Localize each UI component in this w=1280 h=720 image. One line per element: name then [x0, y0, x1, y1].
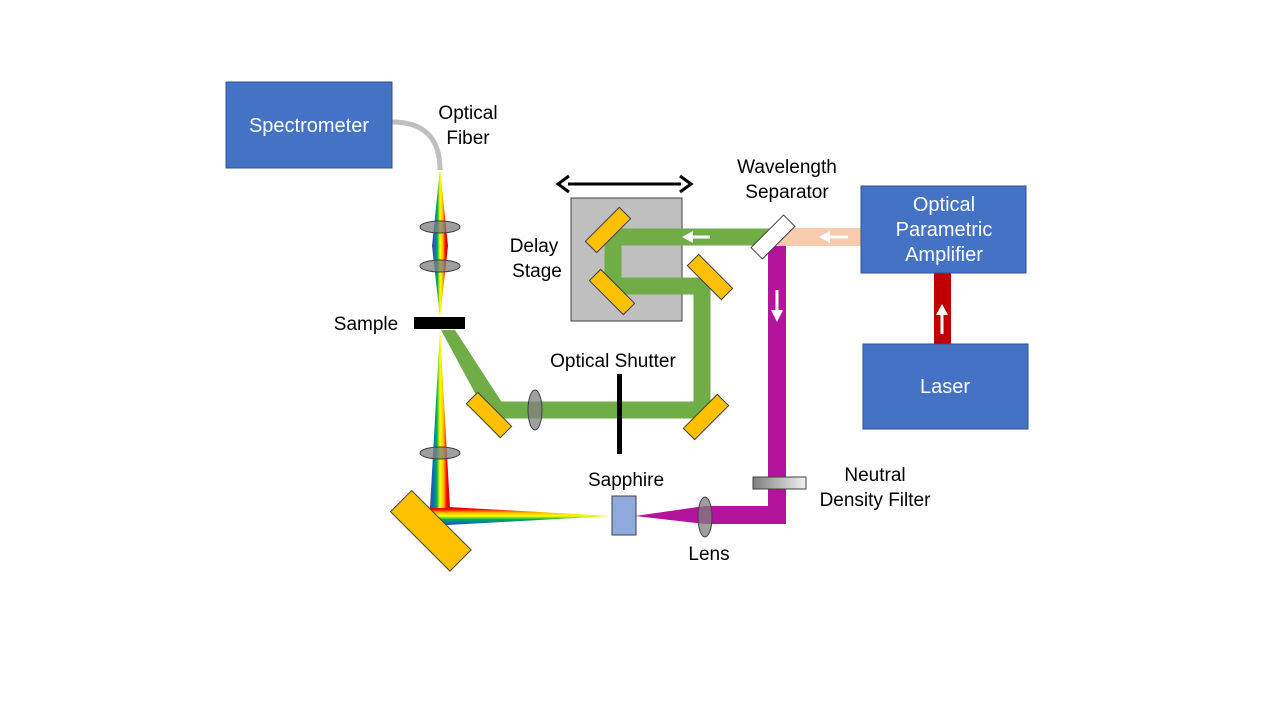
spectrometer-label: Spectrometer — [249, 115, 369, 137]
sample — [414, 317, 465, 329]
translation-arrow-icon — [555, 174, 694, 194]
lens — [419, 446, 461, 460]
steering-mirror-large — [389, 489, 472, 572]
optical-shutter — [617, 374, 622, 454]
mirror — [588, 268, 636, 316]
nd-filter-label-1: Neutral — [844, 465, 905, 486]
wavelength-separator — [750, 214, 796, 260]
lens — [527, 389, 543, 431]
wavelength-separator-label-1: Wavelength — [737, 157, 837, 178]
pump-beam — [488, 228, 772, 419]
optical-fiber-label-2: Fiber — [446, 128, 490, 149]
optical-fiber — [391, 119, 443, 171]
spectrometer-box — [225, 81, 393, 169]
delay-stage-label-1: Delay — [510, 236, 559, 257]
laser-label: Laser — [920, 376, 970, 398]
mirror — [584, 206, 632, 254]
neutral-density-filter — [752, 476, 807, 490]
lens-label: Lens — [688, 544, 729, 565]
lens — [419, 259, 461, 273]
opa-label-line2: Parametric — [896, 219, 993, 241]
opa-label-line1: Optical — [913, 194, 975, 216]
lens — [419, 220, 461, 234]
opa-label-line3: Amplifier — [905, 244, 983, 266]
delay-stage-label-2: Stage — [512, 261, 562, 282]
sapphire-crystal — [611, 495, 637, 536]
probe-beam — [768, 246, 786, 524]
wavelength-separator-label-2: Separator — [745, 182, 829, 203]
mirror — [686, 253, 734, 301]
white-light-beam — [430, 506, 611, 526]
optical-shutter-label: Optical Shutter — [550, 351, 676, 372]
sapphire-label: Sapphire — [588, 470, 664, 491]
optical-fiber-label-1: Optical — [438, 103, 497, 124]
laser-box — [862, 343, 1029, 430]
opa-box — [860, 185, 1027, 274]
nd-filter-label-2: Density Filter — [820, 490, 932, 511]
sample-label: Sample — [334, 314, 398, 335]
mirror — [465, 391, 513, 439]
focusing-lens — [697, 496, 713, 538]
mirror — [682, 393, 730, 441]
